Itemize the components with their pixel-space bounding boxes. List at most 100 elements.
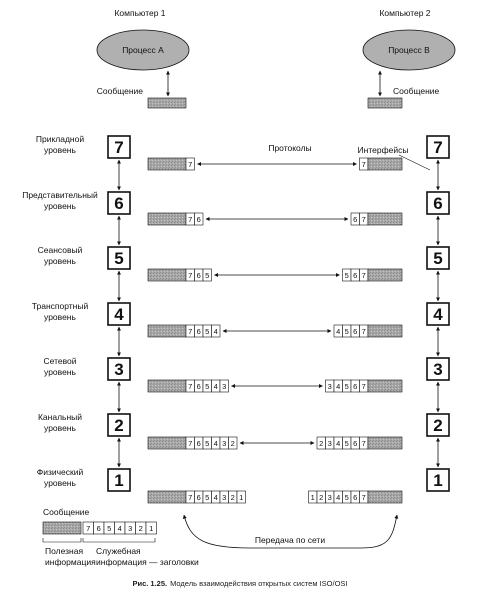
packet-5-header-right-1-text: 3: [328, 439, 332, 448]
packet-5-header-left-4-text: 3: [222, 439, 226, 448]
message-box-left: [147, 97, 187, 109]
packet-6-header-left-6-text: 1: [239, 493, 243, 502]
packet-3-header-right-3-text: 7: [362, 327, 366, 336]
legend-header-text-4: 3: [128, 524, 132, 533]
packet-4-header-left-4: [219, 379, 229, 393]
packet-6-header-left-1-text: 6: [197, 493, 201, 502]
service-label-line2: информация — заголовки: [96, 557, 199, 567]
message-label-left: Сообщение: [97, 86, 144, 96]
packet-5-header-left-3-text: 4: [214, 439, 218, 448]
payload-bracket: [42, 538, 82, 543]
level-2-name-line1: Канальный: [38, 412, 82, 422]
packet-3-header-right-0-text: 4: [336, 327, 340, 336]
legend-header-text-5: 2: [139, 524, 143, 533]
message-label-right: Сообщение: [393, 86, 440, 96]
message-box-right: [367, 97, 403, 109]
packet-6-header-left-4-text: 3: [222, 493, 226, 502]
packet-3-header-right-1-text: 5: [345, 327, 349, 336]
level-6-name-line1: Представительный: [22, 190, 98, 200]
packet-4-header-right-1-text: 4: [336, 382, 340, 391]
packet-2-header-left-0-text: 7: [188, 271, 192, 280]
packet-3-header-left-3: [211, 324, 221, 338]
level-5-box-right: [426, 246, 450, 270]
level-1-name-line2: уровень: [44, 478, 76, 488]
level-1-name-line1: Физический: [37, 467, 84, 477]
level-1-box-left: [107, 468, 131, 492]
level-2-name-line2: уровень: [44, 423, 76, 433]
packet-1-header-left-1: [194, 212, 204, 226]
packet-6-header-right-4-text: 5: [345, 493, 349, 502]
level-7-box-right: [426, 135, 450, 159]
level-7-box-left: [107, 135, 131, 159]
packet-3-payload-right: [367, 324, 403, 338]
packet-0-header-right-0-text: 7: [362, 160, 366, 169]
level-7-name-line2: уровень: [44, 145, 76, 155]
packet-4-header-left-1-text: 6: [197, 382, 201, 391]
legend-payload-box: [42, 521, 82, 535]
level-6-number-left: 6: [114, 194, 123, 213]
level-2-box-left: [107, 413, 131, 437]
packet-6-header-right-1-text: 2: [319, 493, 323, 502]
packet-4-header-right-0-text: 3: [328, 382, 332, 391]
process-b-label: Процесс В: [388, 45, 430, 55]
protocols-label: Протоколы: [268, 143, 311, 153]
level-1-number-left: 1: [114, 471, 123, 490]
level-3-number-left: 3: [114, 360, 123, 379]
packet-5-header-right-5-text: 7: [362, 439, 366, 448]
level-6-box-left: [107, 191, 131, 215]
payload-label-line1: Полезная: [45, 546, 83, 556]
level-5-name-line1: Сеансовый: [38, 245, 83, 255]
level-7-name-line1: Прикладной: [36, 134, 84, 144]
level-2-box-right: [426, 413, 450, 437]
level-2-number-left: 2: [114, 416, 123, 435]
legend-message-label: Сообщение: [43, 507, 90, 517]
packet-6-header-left-3-text: 4: [214, 493, 218, 502]
packet-2-payload-right: [367, 268, 403, 282]
packet-5-header-right-3-text: 5: [345, 439, 349, 448]
level-5-number-right: 5: [433, 249, 442, 268]
packet-6-header-right-6-text: 7: [362, 493, 366, 502]
level-4-box-right: [426, 302, 450, 326]
legend-header-text-3: 4: [118, 524, 122, 533]
packet-5-header-right-2-text: 4: [336, 439, 340, 448]
interfaces-label: Интерфейсы: [358, 145, 409, 155]
packet-4-header-right-3-text: 6: [353, 382, 357, 391]
level-5-name-line2: уровень: [44, 256, 76, 266]
packet-3-header-left-2-text: 5: [205, 327, 209, 336]
packet-2-payload-left: [147, 268, 187, 282]
legend-header-text-1: 6: [97, 524, 101, 533]
packet-4-header-left-3-text: 4: [214, 382, 218, 391]
figure-caption-text: Модель взаимодействия открытых систем IS…: [170, 579, 347, 588]
packet-3-header-left-1-text: 6: [197, 327, 201, 336]
level-6-number-right: 6: [433, 194, 442, 213]
level-6-name-line2: уровень: [44, 201, 76, 211]
packet-6-header-right-0-text: 1: [311, 493, 315, 502]
packet-0-header-left-0: [185, 157, 195, 171]
packet-5-payload-left: [147, 436, 187, 450]
packet-3-header-right-2-text: 6: [353, 327, 357, 336]
interfaces-pointer: [398, 154, 431, 171]
packet-3-header-left-3-text: 4: [214, 327, 218, 336]
computer-1-title: Компьютер 1: [114, 8, 165, 18]
packet-3-payload-left: [147, 324, 187, 338]
network-transmission-label: Передача по сети: [255, 535, 325, 545]
packet-0-payload-left: [147, 157, 187, 171]
packet-4-header-left-0-text: 7: [188, 382, 192, 391]
packet-2-header-left-2: [202, 268, 212, 282]
level-5-box-left: [107, 246, 131, 270]
packet-4-payload-right: [367, 379, 403, 393]
figure-caption-prefix: Рис. 1.25.: [132, 579, 167, 588]
level-3-box-left: [107, 357, 131, 381]
packet-6-header-right-2-text: 3: [328, 493, 332, 502]
packet-1-header-left-1-text: 6: [197, 215, 201, 224]
legend-header-text-2: 5: [107, 524, 111, 533]
packet-2-header-left-1-text: 6: [197, 271, 201, 280]
level-4-number-left: 4: [114, 305, 124, 324]
level-4-name-line1: Транспортный: [32, 301, 89, 311]
packet-2-header-right-0-text: 5: [345, 271, 349, 280]
packet-1-payload-left: [147, 212, 187, 226]
packet-6-header-left-6: [236, 490, 246, 504]
